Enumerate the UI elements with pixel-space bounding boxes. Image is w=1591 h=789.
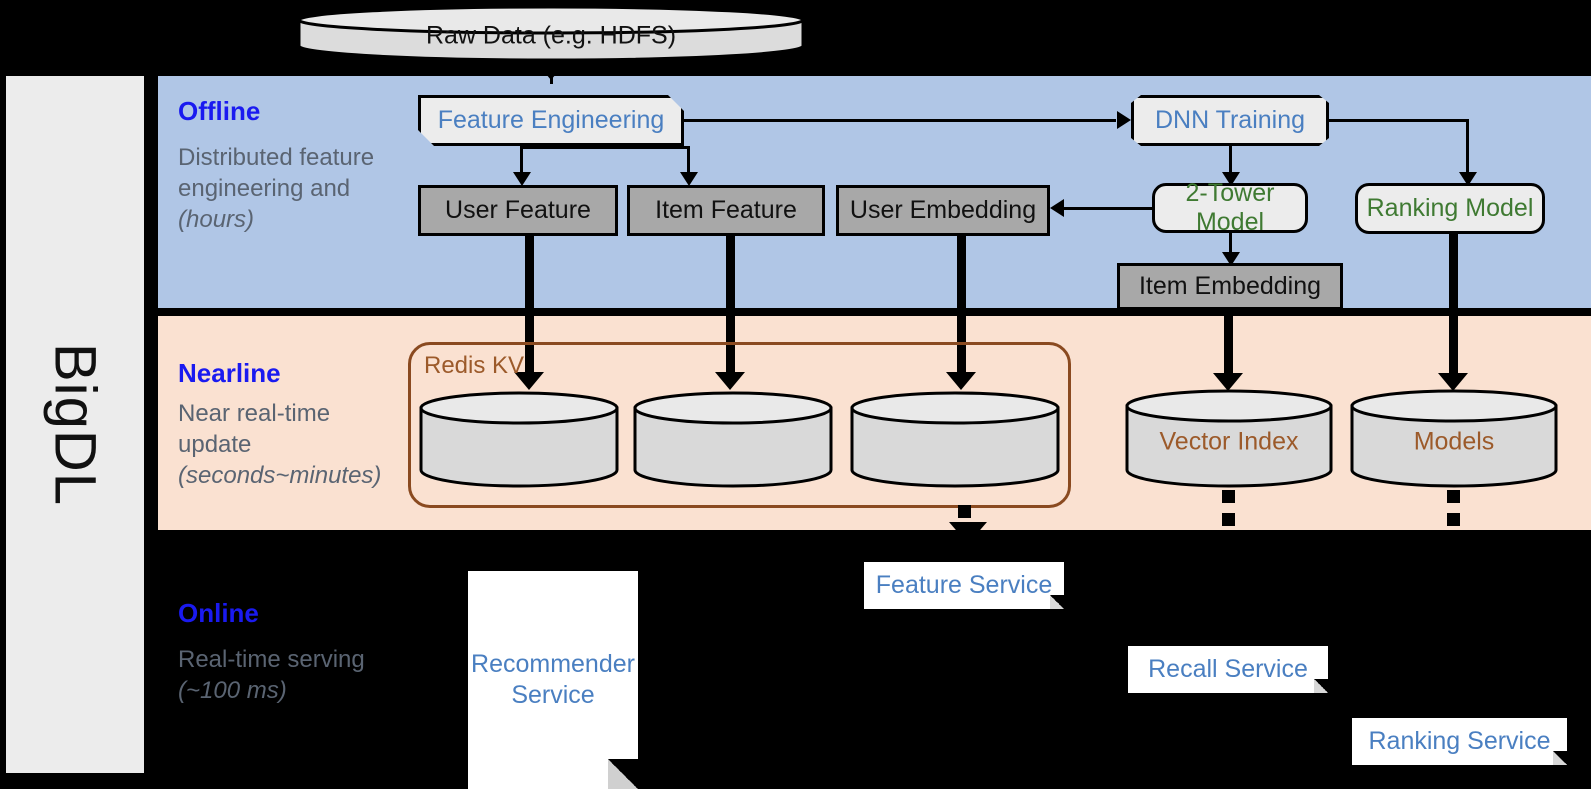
node-dnn-training-label: DNN Training [1154,106,1306,135]
raw-data-store[interactable]: Raw Data (e.g. HDFS) [296,4,806,62]
arrowhead-twotower-itemembedding [1222,252,1240,266]
connector-fe-split [520,146,690,149]
arrowhead-dnn-ranking [1459,172,1477,186]
service-ranking[interactable]: Ranking Service [1352,718,1567,765]
node-feature-engineering[interactable]: Feature Engineering [418,95,684,146]
connector-dnn-ranking-v [1466,119,1469,179]
band-title-online: Online [178,598,259,628]
band-subtitle-online-text: Real-time serving [178,646,365,673]
service-feature[interactable]: Feature Service [864,562,1064,609]
band-subtitle-offline-em: (hours) [178,206,255,234]
pipe-itemfeature-store [726,236,735,381]
pipe-itemembedding-vectorindex [1224,310,1233,382]
service-recall[interactable]: Recall Service [1128,646,1328,693]
connector-fe-userfeature [520,146,523,178]
node-feature-engineering-label: Feature Engineering [437,106,665,135]
band-subtitle-offline-text: Distributed feature engineering and [178,144,375,203]
arrowhead-fe-itemfeature [680,172,698,186]
service-feature-label: Feature Service [875,570,1053,599]
arrowhead-itemembedding-vectorindex [1213,373,1243,391]
arrowhead-fe-dnn [1117,111,1131,129]
service-recall-label: Recall Service [1148,654,1308,683]
arrowhead-rawdata-fe [536,62,566,80]
store-vector-index[interactable]: Vector Index [1124,388,1334,490]
arrowhead-twotower-userembedding [1050,199,1064,217]
band-subtitle-online-em: (~100 ms) [178,677,287,705]
node-item-feature[interactable]: Item Feature [627,185,825,236]
store-user-embedding[interactable] [849,390,1061,490]
node-user-feature-label: User Feature [445,196,591,225]
connector-dnn-ranking-h [1329,119,1469,122]
node-user-feature[interactable]: User Feature [418,185,618,236]
node-ranking-model[interactable]: Ranking Model [1355,183,1545,234]
dash-vectorindex-2 [1222,513,1235,526]
node-ranking-model-label: Ranking Model [1366,194,1534,223]
page-fold-icon [1314,679,1328,693]
bigdl-framework-rail: BigDL [6,76,144,773]
connector-fe-itemfeature [687,146,690,178]
bigdl-label: BigDL [42,343,108,506]
connector-twotower-userembedding [1064,207,1154,210]
node-dnn-training[interactable]: DNN Training [1131,95,1329,146]
node-user-embedding[interactable]: User Embedding [836,185,1050,236]
band-title-nearline: Nearline [178,358,281,388]
arrowhead-store-featureservice [949,522,987,544]
node-two-tower-model-label: 2-Tower Model [1185,179,1275,236]
connector-twotower-itemembedding [1229,233,1232,260]
store-item-feature[interactable] [632,390,834,490]
arrowhead-rankingmodel-models [1438,373,1468,391]
connector-dnn-twotower [1229,146,1232,179]
dash-vectorindex-1 [1222,490,1235,503]
dash-models-2 [1447,513,1460,526]
store-models[interactable]: Models [1349,388,1559,490]
connector-fe-dnn [684,119,1116,122]
service-recommender-label: Recommender Service [471,649,635,709]
page-fold-icon [608,759,638,789]
node-user-embedding-label: User Embedding [849,196,1037,225]
band-subtitle-online: Real-time serving (~100 ms) [178,644,398,706]
node-item-feature-label: Item Feature [655,196,797,225]
pipe-rankingmodel-models [1449,234,1458,382]
band-subtitle-nearline: Near real-time update (seconds~minutes) [178,398,408,492]
pipe-userfeature-store [525,236,534,381]
page-fold-icon [1050,595,1064,609]
band-subtitle-nearline-text: Near real-time update [178,400,331,459]
redis-kv-label: Redis KV [424,352,525,379]
dash-featureservice-1 [958,505,971,518]
arrowhead-fe-userfeature [513,172,531,186]
band-title-offline: Offline [178,96,261,126]
arrowhead-userfeature-store [514,372,544,390]
service-recommender[interactable]: Recommender Service [468,571,638,789]
band-subtitle-offline: Distributed feature engineering and (hou… [178,142,388,236]
page-fold-icon [1553,751,1567,765]
arrowhead-dnn-twotower [1222,172,1240,186]
arrowhead-userembedding-store [946,372,976,390]
service-ranking-label: Ranking Service [1368,726,1551,755]
pipe-userembedding-store [957,236,966,381]
dash-models-1 [1447,490,1460,503]
node-item-embedding-label: Item Embedding [1138,272,1322,301]
arrowhead-itemfeature-store [715,372,745,390]
node-two-tower-model[interactable]: 2-Tower Model [1152,179,1308,236]
store-user-feature[interactable] [418,390,620,490]
redis-kv-container [408,342,1071,508]
node-item-embedding[interactable]: Item Embedding [1117,263,1343,310]
band-subtitle-nearline-em: (seconds~minutes) [178,462,382,490]
